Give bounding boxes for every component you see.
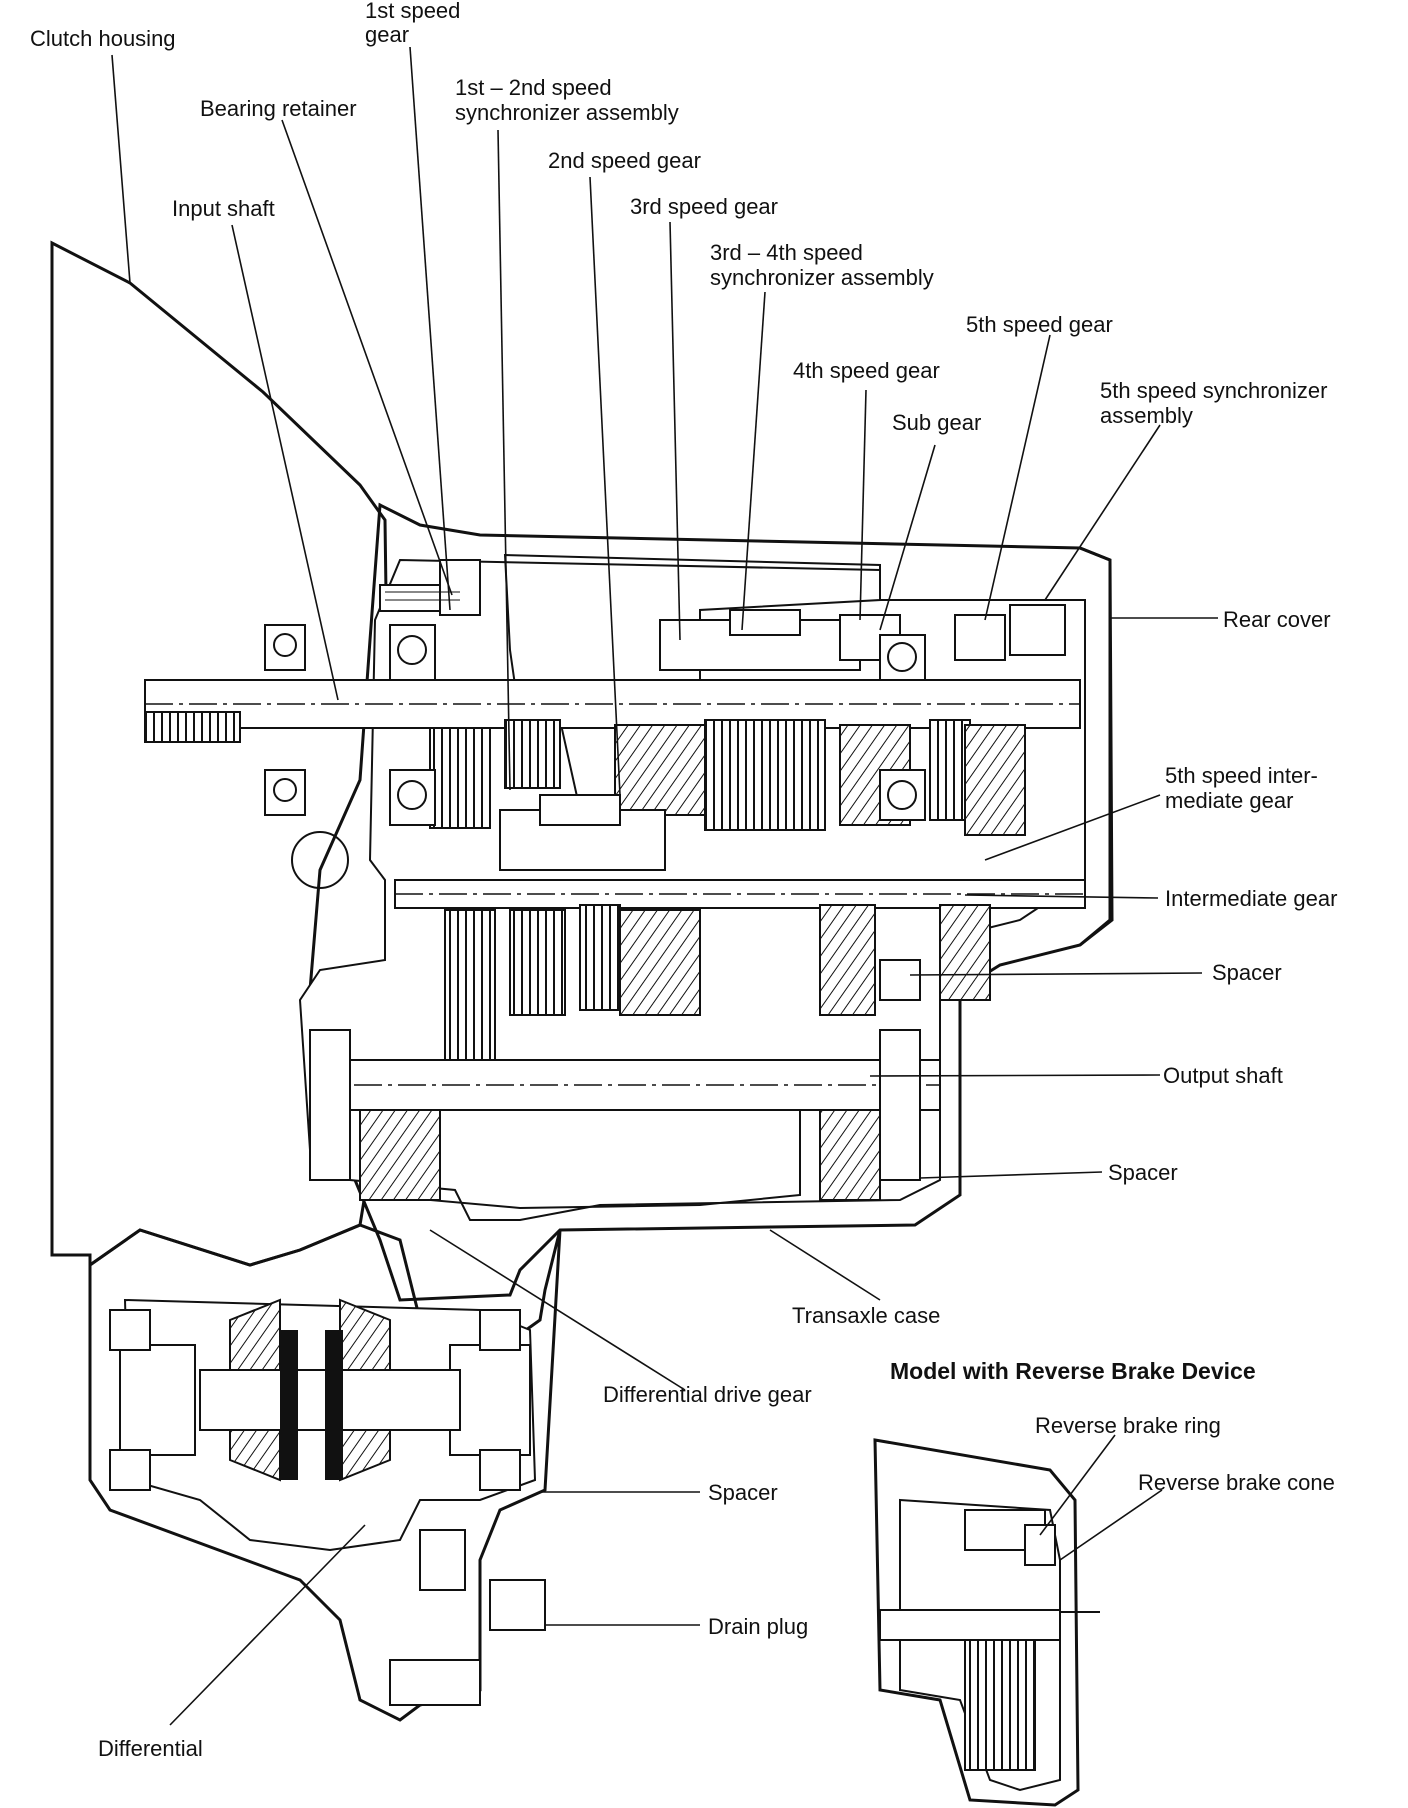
input-shaft-splines [144, 711, 241, 743]
output-gear-stack [309, 959, 921, 1201]
label-second-gear: 2nd speed gear [548, 148, 701, 173]
label-rear-cover: Rear cover [1223, 607, 1331, 632]
label-sub-gear: Sub gear [892, 410, 981, 435]
label-bearing-retainer: Bearing retainer [200, 96, 357, 121]
input-bearings [264, 624, 926, 889]
label-sync34-1: 3rd – 4th speed [710, 240, 863, 265]
label-transaxle-case: Transaxle case [792, 1303, 940, 1328]
callout-labels: Clutch housing 1st speed gear 1st – 2nd … [30, 0, 1337, 1761]
housing-bolts [379, 559, 481, 616]
label-spacer-1: Spacer [1212, 960, 1282, 985]
differential-gears [109, 1298, 531, 1491]
label-differential-drive-gear: Differential drive gear [603, 1382, 812, 1407]
label-intermediate-gear: Intermediate gear [1165, 886, 1337, 911]
label-third-gear: 3rd speed gear [630, 194, 778, 219]
label-spacer-3: Spacer [708, 1480, 778, 1505]
label-differential: Differential [98, 1736, 203, 1761]
label-sync5-1: 5th speed synchronizer [1100, 378, 1327, 403]
drain-plug-shape [389, 1529, 546, 1706]
label-sync12-2: synchronizer assembly [455, 100, 679, 125]
rear-cover [1079, 546, 1114, 947]
label-clutch-housing: Clutch housing [30, 26, 176, 51]
label-fifth-intermediate-2: mediate gear [1165, 788, 1293, 813]
label-sync5-2: assembly [1100, 403, 1193, 428]
label-drain-plug: Drain plug [708, 1614, 808, 1639]
label-fifth-intermediate-1: 5th speed inter- [1165, 763, 1318, 788]
label-fourth-gear: 4th speed gear [793, 358, 940, 383]
differential-housing [88, 1223, 562, 1722]
label-first-gear-1: 1st speed [365, 0, 460, 23]
input-gear-stack [429, 604, 1066, 836]
label-input-shaft: Input shaft [172, 196, 275, 221]
label-fifth-gear: 5th speed gear [966, 312, 1113, 337]
label-sync34-2: synchronizer assembly [710, 265, 934, 290]
inset-reverse-brake [873, 1438, 1100, 1807]
label-sync12-1: 1st – 2nd speed [455, 75, 612, 100]
leader-lines [111, 46, 1218, 1726]
label-reverse-brake-cone: Reverse brake cone [1138, 1470, 1335, 1495]
inset-title: Model with Reverse Brake Device [890, 1358, 1256, 1384]
label-output-shaft: Output shaft [1163, 1063, 1283, 1088]
label-reverse-brake-ring: Reverse brake ring [1035, 1413, 1221, 1438]
label-spacer-2: Spacer [1108, 1160, 1178, 1185]
label-first-gear-2: gear [365, 22, 409, 47]
